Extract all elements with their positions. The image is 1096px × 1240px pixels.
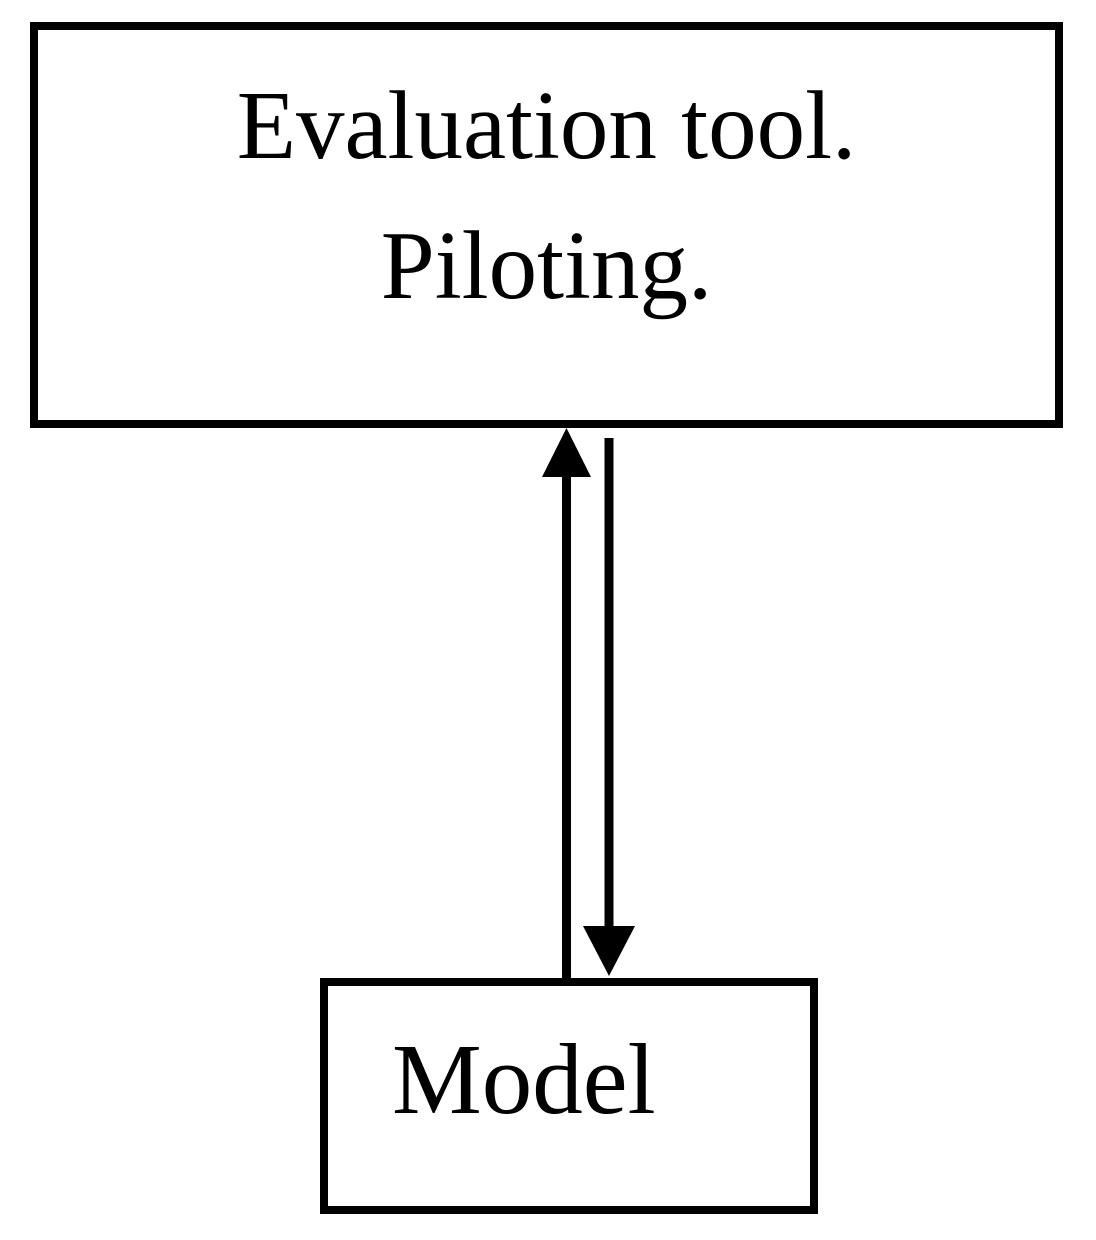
node-evaluation-tool-label-line1: Evaluation tool. [236,72,857,179]
arrow-up-icon [542,428,591,987]
node-evaluation-tool: Evaluation tool. Piloting. [30,22,1063,428]
node-evaluation-tool-label-line2: Piloting. [380,212,713,319]
arrow-down-icon [583,438,635,976]
node-model: Model [320,978,818,1214]
node-model-label: Model [392,1023,656,1135]
